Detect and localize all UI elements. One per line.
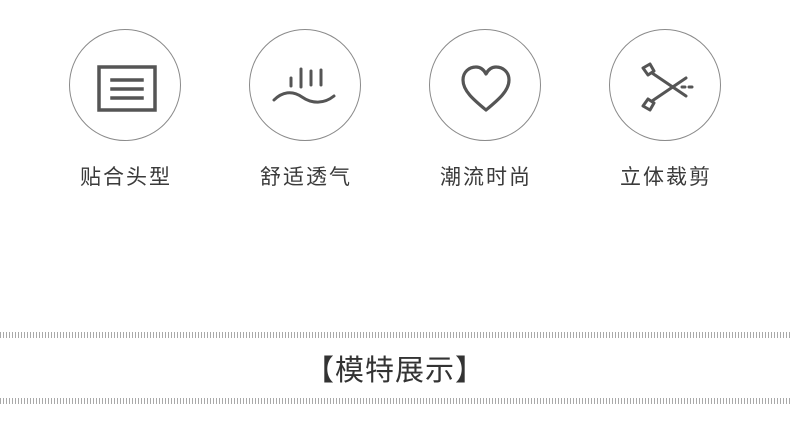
feature-icons-row: 贴合头型 舒适透气 潮流时尚 (0, 0, 790, 200)
feature-label: 贴合头型 (80, 165, 172, 189)
section-title: 【模特展示】 (304, 353, 485, 387)
breathable-icon (272, 67, 336, 104)
feature-breathable: 舒适透气 (249, 29, 363, 189)
feature-circle (609, 29, 721, 141)
feature-circle (429, 29, 541, 141)
scissors-icon (641, 62, 694, 112)
feature-head-fit: 贴合头型 (69, 29, 183, 189)
head-fit-icon (97, 65, 157, 112)
feature-3d-cut: 立体裁剪 (609, 29, 723, 189)
feature-label: 舒适透气 (260, 165, 352, 189)
dotted-divider-top (0, 332, 790, 338)
feature-label: 潮流时尚 (440, 165, 532, 189)
feature-label: 立体裁剪 (620, 165, 712, 189)
heart-icon (461, 65, 511, 112)
feature-circle (69, 29, 181, 141)
feature-circle (249, 29, 361, 141)
feature-fashion: 潮流时尚 (429, 29, 543, 189)
dotted-divider-bottom (0, 398, 790, 404)
